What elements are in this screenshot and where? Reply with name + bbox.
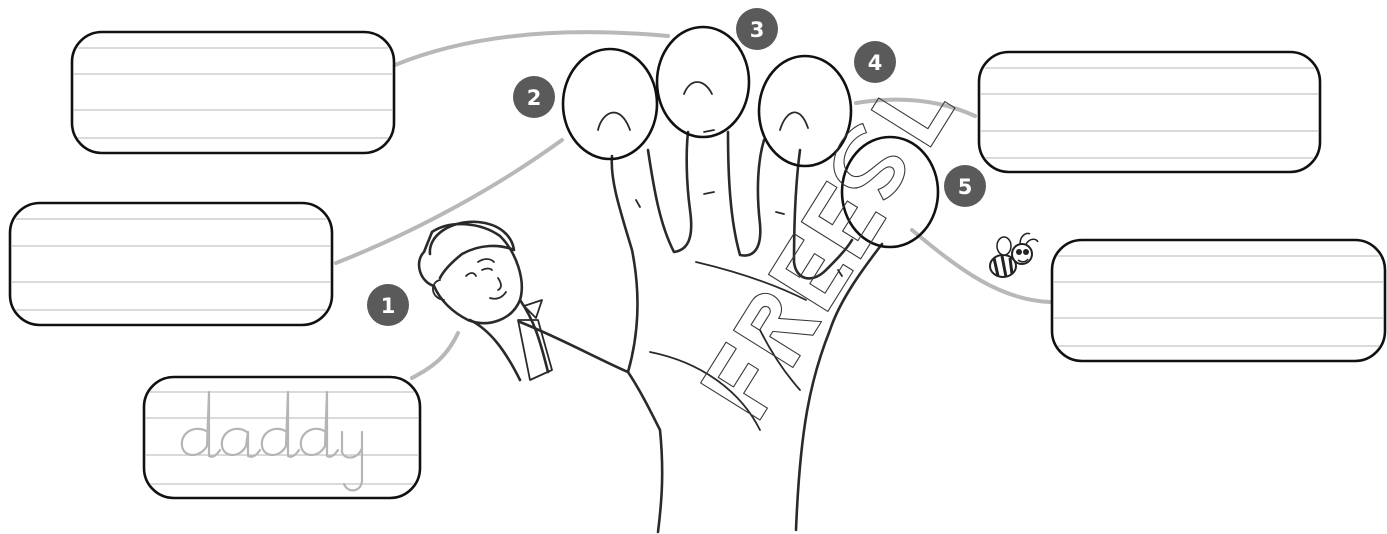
father-face-icon: [419, 222, 552, 380]
writing-box-5[interactable]: [1052, 240, 1385, 361]
svg-text:1: 1: [381, 294, 396, 318]
trace-word-text: daddy: [263, 437, 301, 453]
writing-box-1[interactable]: daddy: [144, 377, 420, 498]
badge-2: 2: [513, 76, 555, 118]
svg-text:4: 4: [868, 51, 883, 75]
fingertip-3: [657, 27, 749, 137]
badge-3: 3: [736, 8, 778, 50]
writing-box-3[interactable]: [72, 32, 394, 153]
writing-box-2[interactable]: [10, 203, 332, 325]
svg-text:2: 2: [527, 86, 542, 110]
fingertip-5: [842, 137, 938, 247]
fingertip-2: [563, 49, 657, 159]
badge-4: 4: [854, 41, 896, 83]
badge-5: 5: [944, 165, 986, 207]
bee-icon: [990, 233, 1038, 277]
svg-text:3: 3: [750, 18, 765, 42]
svg-text:5: 5: [958, 175, 973, 199]
badge-1: 1: [367, 284, 409, 326]
writing-box-4[interactable]: [979, 52, 1320, 172]
